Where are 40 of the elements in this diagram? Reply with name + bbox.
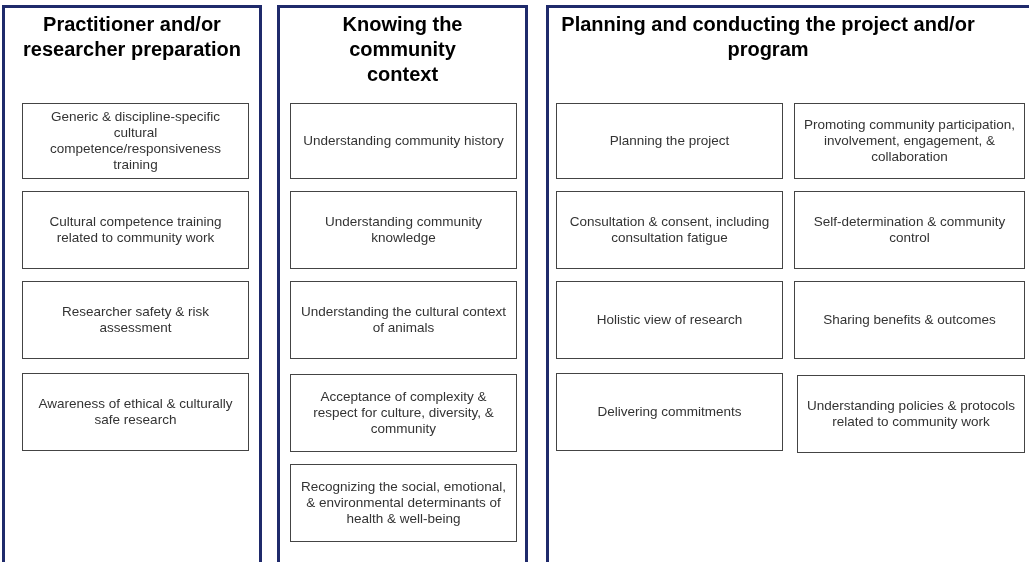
topic-box [290, 374, 517, 452]
topic-box [556, 191, 783, 269]
box-text: Cultural competence training related to community work [48, 214, 223, 246]
topic-box [556, 373, 783, 451]
topic-box [290, 464, 517, 542]
topic-box [797, 375, 1025, 453]
topic-box [290, 191, 517, 269]
box-text: Self-determination & community control [812, 214, 1007, 246]
box-text: Holistic view of research [596, 312, 743, 328]
topic-box [22, 191, 249, 269]
column-panel [277, 5, 528, 562]
box-text: Consultation & consent, including consultation fatigue [568, 214, 771, 246]
box-text: Delivering commitments [597, 404, 742, 420]
box-text: Understanding policies & protocols related to community work [806, 398, 1016, 430]
box-text: Sharing benefits & outcomes [823, 312, 996, 328]
box-text: Generic & discipline-specific cultural competence/responsiveness training [48, 109, 223, 173]
topic-box [22, 281, 249, 359]
topic-box [794, 191, 1025, 269]
topic-box [22, 103, 249, 179]
panel-title: Knowing the community context [341, 12, 464, 87]
box-text: Promoting community participation, involvement, engagement, & collaboration [803, 117, 1016, 165]
topic-box [794, 281, 1025, 359]
column-panel [2, 5, 262, 562]
topic-box [794, 103, 1025, 179]
column-panel [546, 5, 1029, 562]
box-text: Acceptance of complexity & respect for culture, diversity, & community [312, 389, 495, 437]
panel-title: Practitioner and/or researcher preparation [22, 12, 242, 62]
box-text: Researcher safety & risk assessment [60, 304, 211, 336]
box-text: Understanding community knowledge [324, 214, 483, 246]
topic-box [22, 373, 249, 451]
topic-box [556, 103, 783, 179]
box-text: Recognizing the social, emotional, & environmental determinants of health & well-being [300, 479, 507, 527]
topic-box [290, 103, 517, 179]
box-text: Planning the project [609, 133, 730, 149]
box-text: Understanding community history [303, 133, 504, 149]
panel-title: Planning and conducting the project and/or program [560, 12, 976, 62]
box-text: Awareness of ethical & culturally safe research [37, 396, 234, 428]
topic-box [290, 281, 517, 359]
box-text: Understanding the cultural context of animals [300, 304, 507, 336]
topic-box [556, 281, 783, 359]
